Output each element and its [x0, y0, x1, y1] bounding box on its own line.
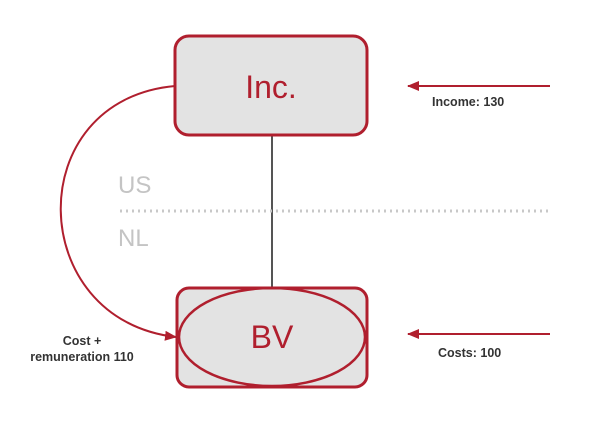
costs-flow-label: Costs: 100: [438, 346, 501, 360]
curved-arrow-icon: [59, 85, 177, 341]
entity-label-inc: Inc.: [245, 69, 297, 105]
entity-label-bv: BV: [251, 319, 294, 355]
region-label-nl: NL: [118, 225, 149, 252]
cost-remuneration-label-line1: Cost +: [63, 334, 102, 348]
income-flow-label: Income: 130: [432, 95, 504, 109]
region-label-us: US: [118, 172, 151, 199]
entity-box-inc: [173, 34, 369, 137]
cost-remuneration-label-line2: remuneration 110: [30, 350, 134, 364]
entity-ellipse-bv: [177, 286, 367, 388]
